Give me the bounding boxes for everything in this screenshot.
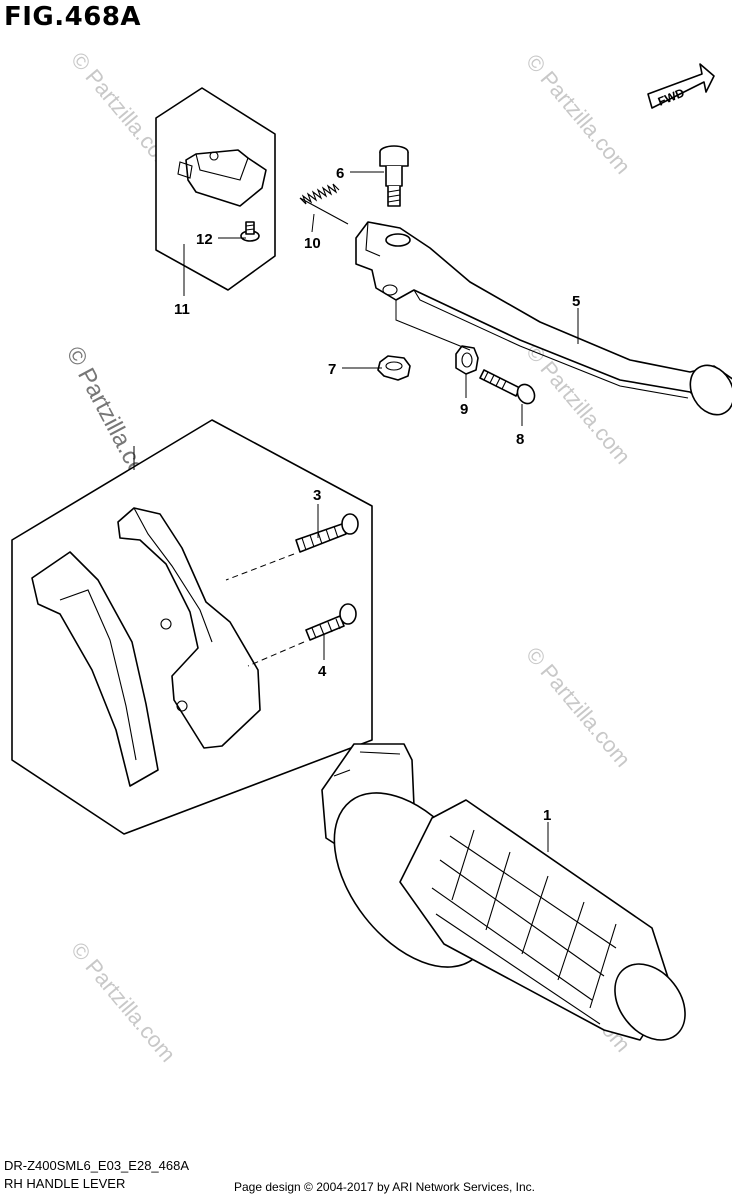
model-code: DR-Z400SML6_E03_E28_468A [4, 1158, 190, 1173]
leader-lines [133, 171, 579, 852]
callout-6: 6 [336, 165, 344, 182]
handlebar-grip [321, 743, 686, 1041]
callout-7: 7 [328, 361, 336, 378]
page-credit: Page design © 2004-2017 by ARI Network S… [234, 1180, 536, 1194]
callout-8: 8 [516, 431, 524, 448]
pivot-bolt-icon [379, 145, 409, 207]
diagram-name: RH HANDLE LEVER [4, 1176, 126, 1191]
callouts: 6 10 12 11 5 7 9 8 3 4 1 [174, 165, 580, 824]
callout-5: 5 [572, 293, 580, 310]
adjuster-bolt-icon [479, 369, 536, 405]
watermark-bottom-left: © Partzilla.com [66, 937, 180, 1067]
switch-assembly [155, 87, 276, 291]
callout-10: 10 [304, 235, 321, 252]
nut-icon [377, 355, 411, 381]
clamp-front [117, 507, 261, 749]
brake-lever [355, 221, 732, 416]
fwd-arrow-icon: FWD [647, 63, 715, 109]
holder-box [11, 419, 373, 835]
callout-9: 9 [460, 401, 468, 418]
callout-11: 11 [174, 301, 190, 318]
callout-3: 3 [313, 487, 321, 504]
spring-icon [299, 183, 349, 225]
watermark-top: © Partzilla.com [521, 49, 635, 179]
callout-1: 1 [543, 807, 551, 824]
watermark-right-lower: © Partzilla.com [521, 642, 635, 772]
lock-nut-icon [455, 345, 479, 375]
clamp-rear [31, 551, 159, 787]
callout-4: 4 [318, 663, 327, 680]
screw-long-icon [295, 513, 359, 553]
screw-short-icon [305, 603, 357, 641]
callout-12: 12 [196, 231, 213, 248]
figure-title: FIG.468A [4, 2, 142, 32]
